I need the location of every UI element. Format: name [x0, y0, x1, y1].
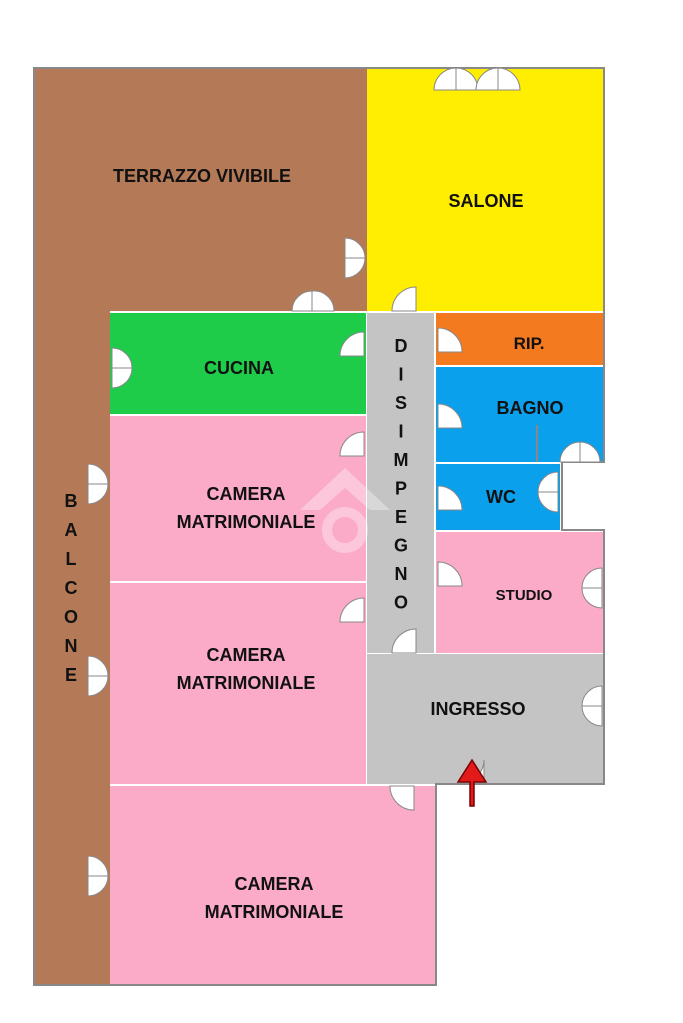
door-icon	[581, 587, 603, 609]
door-icon	[581, 705, 603, 727]
disimpegno-letter: M	[394, 450, 409, 470]
ingresso-room	[367, 654, 604, 784]
disimpegno-letter: P	[395, 479, 407, 499]
disimpegno-letter: S	[395, 393, 407, 413]
salone-room	[367, 68, 604, 311]
salone-label: SALONE	[448, 191, 523, 211]
door-icon	[339, 331, 365, 357]
outer-wall	[33, 67, 605, 986]
bagno-label: BAGNO	[497, 398, 564, 418]
door-icon	[339, 597, 365, 623]
camera-room-2	[110, 583, 366, 784]
disimpegno-letter: D	[395, 336, 408, 356]
balcone-letter: N	[65, 636, 78, 656]
balcone-letter: E	[65, 665, 77, 685]
disimpegno-letter: N	[395, 564, 408, 584]
door-icon	[87, 483, 109, 505]
house-watermark-icon	[300, 468, 390, 553]
disimpegno-letter: G	[394, 536, 408, 556]
camera-label-3: CAMERA	[235, 874, 314, 894]
camera-label-2: CAMERA	[207, 645, 286, 665]
camera-label-1: MATRIMONIALE	[177, 512, 316, 532]
disimpegno-letter: I	[398, 365, 403, 385]
cucina-room	[110, 313, 366, 414]
camera-room-1	[110, 416, 366, 581]
balcone-letter: C	[65, 578, 78, 598]
camera-label-1: CAMERA	[207, 484, 286, 504]
terrazzo-label: TERRAZZO VIVIBILE	[113, 166, 291, 186]
door-icon	[437, 485, 463, 511]
studio-label: STUDIO	[496, 587, 553, 604]
door-icon	[391, 286, 417, 312]
door-icon	[311, 290, 335, 312]
disimpegno-letter: O	[394, 593, 408, 613]
cucina-label: CUCINA	[204, 358, 274, 378]
door-icon	[437, 327, 463, 353]
door-icon	[389, 785, 415, 811]
balcone-letter: L	[66, 549, 77, 569]
door-icon	[579, 441, 601, 463]
rip-room	[436, 313, 604, 365]
entrance-arrow-icon	[456, 758, 488, 807]
door-icon	[437, 403, 463, 429]
camera-label-3: MATRIMONIALE	[205, 902, 344, 922]
door-icon	[111, 367, 133, 389]
door-icon	[339, 431, 365, 457]
door-icon	[497, 67, 521, 91]
disimpegno-room	[367, 313, 434, 653]
rip-label: RIP.	[514, 334, 545, 353]
balcone-letter: O	[64, 607, 78, 627]
ingresso-label: INGRESSO	[430, 699, 525, 719]
door-swings	[87, 67, 603, 897]
disimpegno-letter: I	[398, 422, 403, 442]
door-icon	[437, 561, 463, 587]
door-icon	[87, 675, 109, 697]
balcone-letter: A	[65, 520, 78, 540]
balcone-letter: B	[65, 491, 78, 511]
camera-room-3	[110, 786, 436, 985]
door-icon	[87, 875, 109, 897]
door-icon	[344, 257, 366, 279]
studio-room	[436, 532, 604, 653]
terrazzo-area	[34, 68, 367, 985]
door-icon	[537, 491, 559, 513]
disimpegno-letter: E	[395, 507, 407, 527]
camera-label-2: MATRIMONIALE	[177, 673, 316, 693]
wc-label: WC	[486, 487, 516, 507]
door-icon	[391, 628, 417, 654]
